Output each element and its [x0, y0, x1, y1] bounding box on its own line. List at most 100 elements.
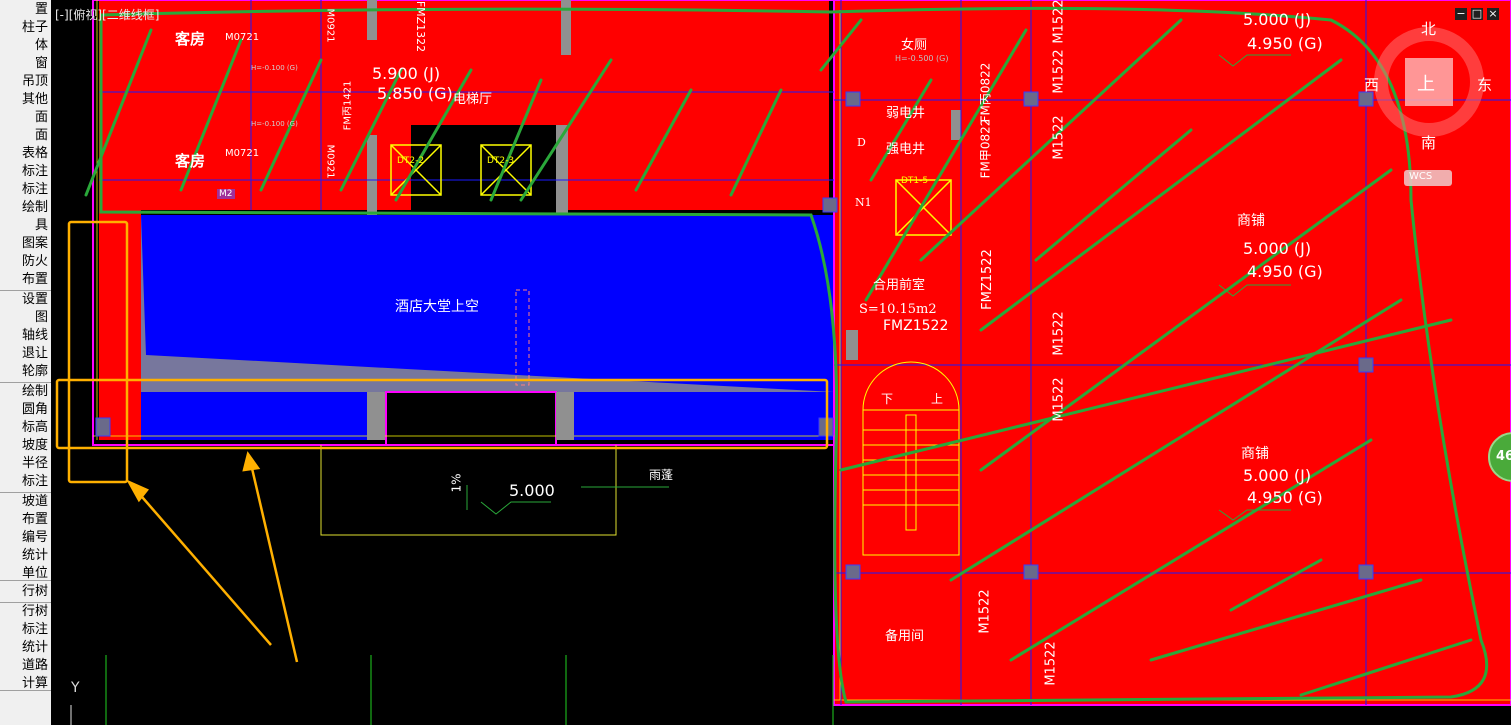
- sidebar-separator: [0, 492, 51, 493]
- sidebar-command-item[interactable]: 统计: [21, 640, 48, 655]
- label-weak-current-shaft: 弱电井: [886, 106, 926, 121]
- grid-axes: [70, 655, 834, 725]
- sidebar-command-item[interactable]: 布置: [21, 272, 48, 287]
- slope-label: 1%: [449, 473, 464, 493]
- sidebar-separator: [0, 690, 51, 691]
- equip-dt1-5: DT1-5: [901, 176, 929, 186]
- elev-hall-g: 5.850 (G): [377, 84, 453, 103]
- label-womens-restroom: 女厕: [901, 38, 928, 53]
- sidebar-command-item[interactable]: 窗: [34, 56, 48, 71]
- label-shared-anteroom: 合用前室: [873, 278, 926, 293]
- sidebar-command-item[interactable]: 图: [34, 310, 48, 325]
- tag-fmz1522-vertical: FMZ1522: [979, 249, 995, 310]
- sidebar-separator: [0, 290, 51, 291]
- label-lobby-void: 酒店大堂上空: [395, 299, 479, 315]
- sidebar-command-item[interactable]: 绘制: [21, 384, 48, 399]
- elev-shop-2-j: 5.000 (J): [1243, 466, 1312, 485]
- tag-fm-bing-0822: FM丙0822: [978, 62, 993, 123]
- sidebar-command-item[interactable]: 标注: [21, 164, 48, 179]
- elev-canopy: 5.000: [509, 481, 555, 500]
- compass-west[interactable]: 西: [1364, 76, 1380, 94]
- tag-m0921-b: M0921: [324, 144, 336, 179]
- sidebar-command-item[interactable]: 图案: [21, 236, 48, 251]
- tag-m2: M2: [217, 189, 235, 199]
- sidebar-command-item[interactable]: 标注: [21, 182, 48, 197]
- sidebar-command-item[interactable]: 其他: [21, 92, 48, 107]
- elev-shop-2-g: 4.950 (G): [1247, 488, 1323, 507]
- label-stair-down: 下: [881, 392, 894, 406]
- tag-m1522-2: M1522: [1051, 115, 1067, 160]
- sidebar-command-item[interactable]: 具: [34, 218, 48, 233]
- elev-shop-1-j: 5.000 (J): [1243, 239, 1312, 258]
- sidebar-command-item[interactable]: 统计: [21, 548, 48, 563]
- compass-east[interactable]: 东: [1477, 76, 1493, 94]
- sidebar-command-item[interactable]: 体: [34, 38, 48, 53]
- cad-viewport[interactable]: 客房 客房 电梯厅 酒店大堂上空 女厕 弱电井 强电井 合用前室 S=10.15…: [51, 0, 1511, 725]
- lobby-gray-wedge: [99, 215, 834, 392]
- sidebar-command-item[interactable]: 圆角: [21, 402, 48, 417]
- sidebar-command-item[interactable]: 防火: [21, 254, 48, 269]
- sidebar-command-item[interactable]: 编号: [21, 530, 48, 545]
- sidebar-command-item[interactable]: 计算: [21, 676, 48, 691]
- sidebar-command-item[interactable]: 置: [34, 2, 48, 17]
- sidebar-command-item[interactable]: 轴线: [21, 328, 48, 343]
- canopy-outline: [320, 54, 1291, 536]
- elev-shop-top-j: 5.000 (J): [1243, 10, 1312, 29]
- label-stair-up: 上: [931, 392, 944, 406]
- label-strong-current-shaft: 强电井: [886, 142, 926, 157]
- sidebar-command-item[interactable]: 单位: [21, 566, 48, 581]
- tag-fmz1322: FMZ1322: [414, 0, 428, 53]
- label-fmz1522-anteroom: FMZ1522: [883, 318, 949, 334]
- sidebar-command-item[interactable]: 轮廓: [21, 364, 48, 379]
- sidebar-command-item[interactable]: 绘制: [21, 200, 48, 215]
- sidebar-command-item[interactable]: 表格: [21, 146, 48, 161]
- annotation-highlights: [55, 220, 829, 663]
- compass-south[interactable]: 南: [1421, 134, 1437, 152]
- sidebar-command-item[interactable]: 半径: [21, 456, 48, 471]
- sidebar-command-item[interactable]: 柱子: [21, 20, 48, 35]
- label-shop-1: 商铺: [1237, 213, 1265, 229]
- sidebar-command-item[interactable]: 面: [34, 110, 48, 125]
- tag-m1522-3: M1522: [1051, 311, 1067, 356]
- core-walls: [367, 0, 961, 440]
- wcs-dropdown[interactable]: WCS: [1409, 171, 1433, 182]
- sidebar-command-item[interactable]: 标注: [21, 622, 48, 637]
- sidebar-command-item[interactable]: 退让: [21, 346, 48, 361]
- sidebar-command-item[interactable]: 标高: [21, 420, 48, 435]
- label-guest-room-1: 客房: [175, 30, 206, 48]
- minimize-button[interactable]: −: [1455, 7, 1467, 20]
- equip-dt2-2: DT2-2: [397, 156, 425, 166]
- sidebar-command-item[interactable]: 设置: [21, 292, 48, 307]
- label-spare-room: 备用间: [885, 629, 925, 644]
- restore-button[interactable]: □: [1471, 7, 1483, 20]
- restroom-level: H=-0.500 (G): [895, 54, 949, 63]
- sidebar-command-item[interactable]: 道路: [21, 658, 48, 673]
- compass-north[interactable]: 北: [1421, 20, 1437, 38]
- sidebar-separator: [0, 602, 51, 603]
- sidebar-command-item[interactable]: 标注: [21, 474, 48, 489]
- label-shop-2: 商铺: [1241, 446, 1269, 462]
- sidebar-command-item[interactable]: 行树: [21, 584, 48, 599]
- viewport-view-label[interactable]: [-][俯视][二维线框]: [55, 8, 160, 22]
- tag-fm1421: FM丙1421: [342, 80, 354, 131]
- tag-n1: N1: [855, 196, 872, 209]
- sidebar-command-item[interactable]: 吊顶: [21, 74, 48, 89]
- sidebar-command-item[interactable]: 行树: [21, 604, 48, 619]
- tag-m0921-a: M0921: [324, 8, 336, 43]
- navigation-cube[interactable]: [1374, 27, 1484, 186]
- tag-d: D: [857, 136, 866, 149]
- room-fills: [99, 0, 1511, 705]
- sidebar-command-item[interactable]: 面: [34, 128, 48, 143]
- y-axis-indicator: Y: [71, 680, 80, 696]
- floor-plan-drawing[interactable]: [51, 0, 1511, 725]
- equip-h-small-1: H=-0.100 (G): [251, 64, 298, 72]
- sidebar-command-item[interactable]: 布置: [21, 512, 48, 527]
- sidebar-command-item[interactable]: 坡道: [21, 494, 48, 509]
- sidebar-separator: [0, 382, 51, 383]
- navcube-top-face[interactable]: 上: [1417, 74, 1435, 95]
- sidebar-command-item[interactable]: 坡度: [21, 438, 48, 453]
- close-button[interactable]: ×: [1487, 7, 1499, 20]
- tag-m1522-6: M1522: [1043, 641, 1059, 686]
- tag-m0721-b: M0721: [225, 148, 260, 159]
- tag-fm-jia-0822: FM甲0822: [978, 118, 993, 179]
